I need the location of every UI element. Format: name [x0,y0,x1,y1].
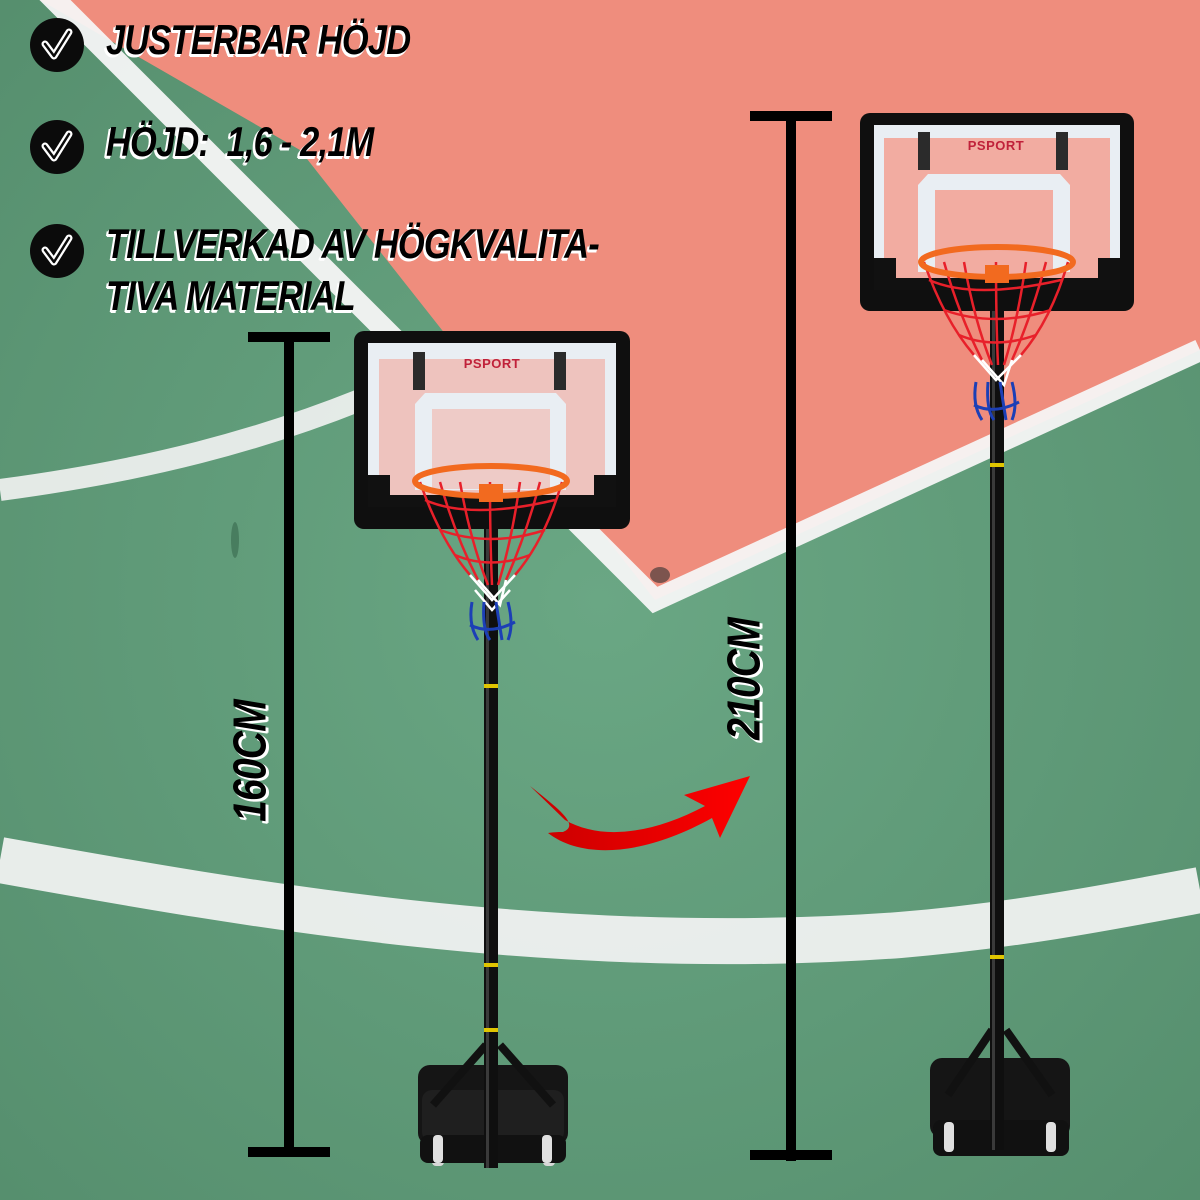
feature-item-adjustable-height: JUSTERBAR HÖJD [30,18,477,72]
dimension-label-160cm: 160CM [223,700,276,822]
dimension-label-210cm: 210CM [717,618,770,740]
brand-logo-left: PSPORT [463,356,521,371]
feature-text: HÖJD: 1,6 - 2,1M [106,118,374,165]
feature-text: JUSTERBAR HÖJD [106,16,411,63]
check-circle-icon [30,120,84,174]
brand-logo-right: PSPORT [967,138,1025,153]
feature-item-quality-material: TILLVERKAD AV HÖGKVALITA- TIVA MATERIAL [30,218,707,322]
feature-item-height-range: HÖJD: 1,6 - 2,1M [30,120,432,174]
feature-text: TILLVERKAD AV HÖGKVALITA- TIVA MATERIAL [106,220,600,319]
check-circle-icon [30,224,84,278]
check-circle-icon [30,18,84,72]
